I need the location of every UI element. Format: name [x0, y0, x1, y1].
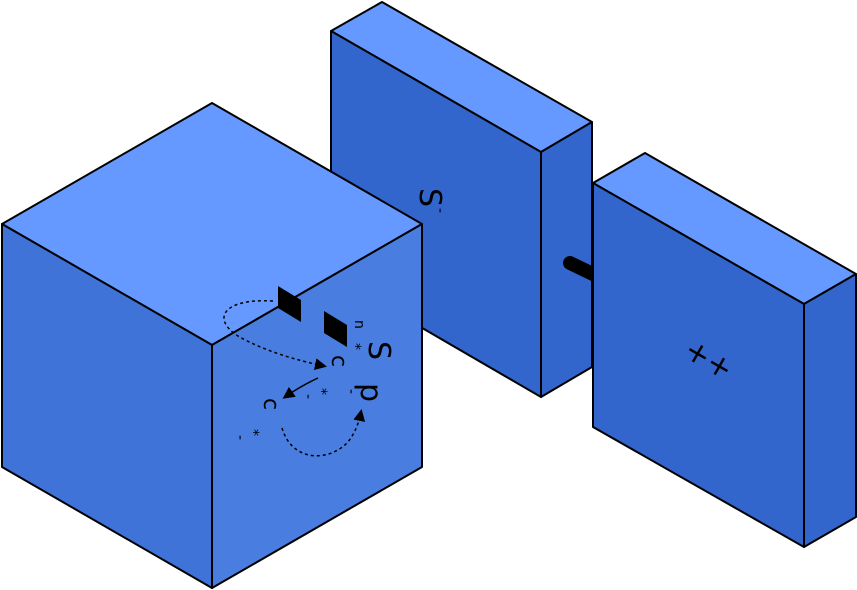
cube-star-upper-label: * [313, 388, 329, 395]
middle-plate-sign-label: S [412, 188, 447, 207]
cube-minus-upper-label: - [300, 394, 316, 399]
right-plate: ++ [592, 152, 857, 548]
cube-star-lower-label: * [245, 429, 261, 436]
reaction-arrow-lower [281, 409, 366, 457]
middle-plate-superscript-label: - [432, 208, 448, 213]
cube-site-marker-2 [324, 311, 347, 347]
cube-right-face [211, 223, 423, 589]
reaction-arrow-middle [282, 377, 319, 399]
cube-p-label: p [353, 383, 388, 402]
cube: S n * c * - c * - p - [1, 102, 423, 589]
cube-minus-lower-label: - [232, 435, 248, 440]
cube-star-n-label: * [347, 343, 363, 350]
right-plate-side [803, 273, 857, 548]
cube-s-label: S [361, 341, 396, 360]
cube-site-marker-1 [278, 286, 301, 322]
cube-c-lower-label: c [258, 398, 283, 410]
cube-p-sup-label: - [343, 389, 359, 394]
cube-n-sub-label: n [351, 320, 367, 329]
cube-c-upper-label: c [326, 355, 351, 367]
reaction-arrow-upper [223, 299, 327, 371]
